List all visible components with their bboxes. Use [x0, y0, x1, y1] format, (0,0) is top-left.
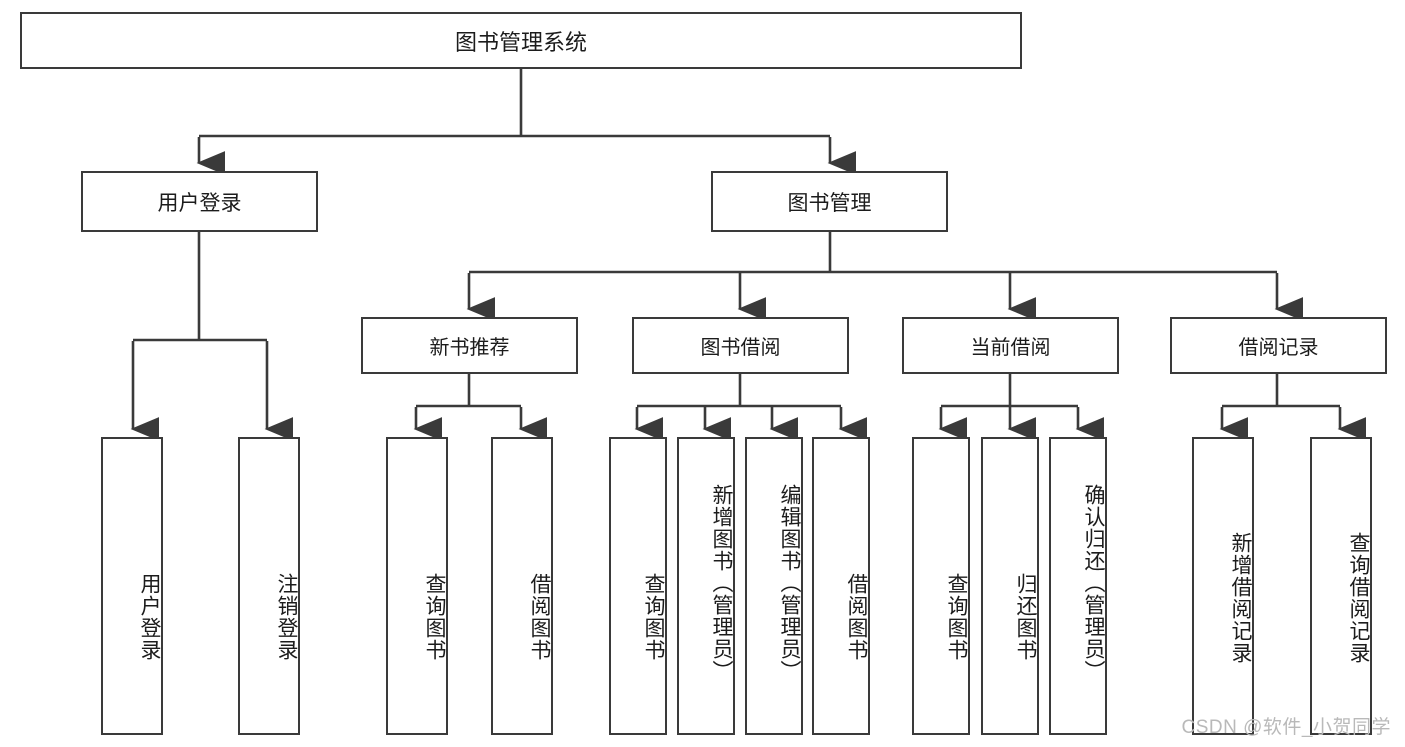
- node-leaf-add-record[interactable]: 新增借阅记录: [1192, 437, 1254, 735]
- node-leaf-borrow-book-1-label: 借阅图书: [528, 572, 551, 661]
- node-leaf-edit-book[interactable]: 编辑图书（管理员）: [745, 437, 803, 735]
- node-leaf-confirm-return-label: 确认归还（管理员）: [1082, 484, 1105, 682]
- node-leaf-query-record-label: 查询借阅记录: [1347, 532, 1370, 664]
- node-new-book-rec[interactable]: 新书推荐: [361, 317, 578, 374]
- node-leaf-query-book-2-label: 查询图书: [642, 572, 665, 661]
- node-root-label: 图书管理系统: [454, 29, 587, 55]
- node-leaf-return-book[interactable]: 归还图书: [981, 437, 1039, 735]
- node-root[interactable]: 图书管理系统: [20, 12, 1022, 69]
- node-book-borrow-label: 图书借阅: [700, 337, 781, 359]
- node-book-borrow[interactable]: 图书借阅: [632, 317, 849, 374]
- node-current-borrow[interactable]: 当前借阅: [902, 317, 1119, 374]
- node-leaf-borrow-book-2[interactable]: 借阅图书: [812, 437, 870, 735]
- node-leaf-edit-book-label: 编辑图书（管理员）: [778, 484, 801, 682]
- node-leaf-query-book-3[interactable]: 查询图书: [912, 437, 970, 735]
- node-new-book-rec-label: 新书推荐: [429, 337, 510, 359]
- node-leaf-query-record[interactable]: 查询借阅记录: [1310, 437, 1372, 735]
- node-leaf-add-book-label: 新增图书（管理员）: [710, 484, 733, 682]
- node-leaf-query-book-2[interactable]: 查询图书: [609, 437, 667, 735]
- node-user-login[interactable]: 用户登录: [81, 171, 318, 232]
- node-book-manage-label: 图书管理: [787, 191, 872, 215]
- node-leaf-borrow-book-2-label: 借阅图书: [845, 572, 868, 661]
- node-leaf-logout[interactable]: 注销登录: [238, 437, 300, 735]
- node-leaf-add-record-label: 新增借阅记录: [1229, 532, 1252, 664]
- node-leaf-query-book-1-label: 查询图书: [423, 572, 446, 661]
- node-leaf-logout-label: 注销登录: [275, 572, 298, 661]
- node-leaf-confirm-return[interactable]: 确认归还（管理员）: [1049, 437, 1107, 735]
- node-leaf-query-book-3-label: 查询图书: [945, 572, 968, 661]
- node-current-borrow-label: 当前借阅: [970, 337, 1051, 359]
- watermark-text: CSDN @软件_小贺同学: [1181, 717, 1391, 738]
- node-borrow-record-label: 借阅记录: [1238, 337, 1319, 359]
- node-borrow-record[interactable]: 借阅记录: [1170, 317, 1387, 374]
- node-leaf-add-book[interactable]: 新增图书（管理员）: [677, 437, 735, 735]
- node-user-login-label: 用户登录: [157, 191, 242, 215]
- node-leaf-borrow-book-1[interactable]: 借阅图书: [491, 437, 553, 735]
- node-leaf-return-book-label: 归还图书: [1014, 572, 1037, 661]
- node-leaf-user-login-label: 用户登录: [138, 572, 161, 661]
- node-book-manage[interactable]: 图书管理: [711, 171, 948, 232]
- node-leaf-query-book-1[interactable]: 查询图书: [386, 437, 448, 735]
- node-leaf-user-login[interactable]: 用户登录: [101, 437, 163, 735]
